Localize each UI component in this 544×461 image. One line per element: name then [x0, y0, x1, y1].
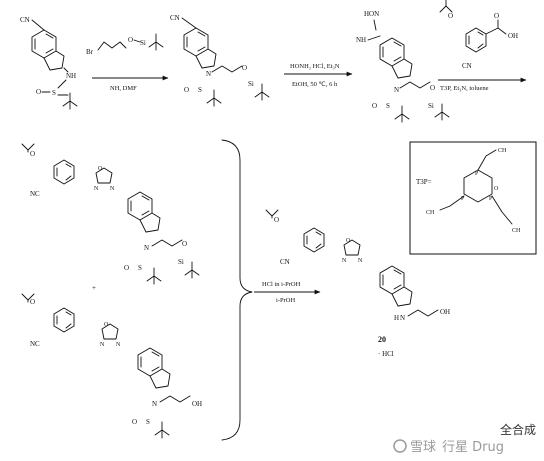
n-label-ox-a2: N [110, 186, 115, 192]
watermark-middle: 行星 Drug [442, 440, 504, 455]
si-label-3: Si [428, 102, 434, 110]
nh2-label: NH [356, 36, 366, 44]
compound-number: 20 [378, 335, 386, 344]
reaction-step-1: Br O Si NH, DMF [86, 33, 169, 92]
compound-alkylated: CN N O Si S O [170, 14, 270, 107]
si-label: Si [140, 39, 146, 47]
n-label-a: N [144, 244, 149, 252]
n-label-ox-202: N [358, 258, 363, 264]
plus-sign: + [92, 284, 96, 292]
n-label-ox-201: N [342, 258, 347, 264]
step1-conditions: NH, DMF [110, 85, 137, 92]
o-label-a: O [30, 150, 35, 158]
ch3-label-2: CH [426, 210, 435, 216]
compound-20: O CN O N N H N OH 20 · HCl [265, 209, 450, 358]
o-label-b3: O [132, 418, 137, 426]
o-label-2b: O [184, 86, 189, 94]
compound-protected-oxadiazole: O NC O N N N O Si S O [21, 143, 200, 285]
o-label-ox-20: O [346, 238, 351, 244]
p-label-3: P [489, 196, 493, 202]
hcl-salt-label: · HCl [378, 350, 394, 358]
s-label: S [52, 89, 56, 97]
watermark: 雪球 行星 Drug 全合成 [393, 422, 536, 455]
step4-conditions-line2: i-PrOH [276, 297, 295, 304]
o-label-3: O [430, 84, 435, 92]
nc-label-b: NC [30, 340, 40, 348]
cn-label: CN [20, 16, 30, 24]
bromo-chain [97, 41, 127, 51]
o-label-a3: O [124, 264, 129, 272]
si-label-2: Si [248, 80, 254, 88]
t3p-label: T3P= [416, 178, 432, 186]
o-label-acid-ether: O [448, 12, 453, 20]
reaction-step-2: HONH₂ HCl, Et₃N EtOH, 50 ℃, 6 h [284, 63, 353, 88]
ch3-label-3: CH [512, 228, 521, 234]
n-label-ox-a1: N [94, 186, 99, 192]
o-label-20: O [274, 216, 279, 224]
ch3-label-1: CH [498, 148, 507, 154]
reaction-step-3: O CN OH O T3P, Et₃N, toluene [438, 0, 527, 92]
cn-label-20: CN [280, 258, 290, 266]
n-label-ox-b2: N [116, 342, 121, 348]
o-label-ox-a: O [98, 166, 103, 172]
n-label-20: N [400, 314, 405, 322]
s-label-b: S [146, 418, 150, 426]
compound-deprotected-alcohol: O NC O N N N OH S O [21, 293, 202, 439]
o-label-a2: O [182, 240, 187, 248]
nh-label: NH [66, 72, 76, 80]
o-label-3b: O [372, 102, 377, 110]
s-label-3: S [386, 102, 390, 110]
cn-label-acid: CN [462, 62, 472, 70]
o-label-ox-b: O [104, 322, 109, 328]
n-label-2: N [206, 70, 211, 78]
o-si-label: O [128, 36, 133, 44]
o-label-acid: O [494, 12, 499, 20]
nc-label-a: NC [30, 190, 40, 198]
o-label-t3p: O [494, 186, 499, 192]
br-label: Br [86, 48, 94, 56]
step2-conditions-line1: HONH₂ HCl, Et₃N [290, 63, 340, 70]
n-label-b: N [152, 400, 157, 408]
oh-label-20: OH [440, 308, 450, 316]
compound-amidoxime: HON NH N O Si S O [356, 10, 450, 123]
oh-label-acid: OH [508, 32, 518, 40]
snowball-icon [393, 439, 407, 453]
cn-label-2: CN [170, 14, 180, 22]
o-label: O [36, 88, 41, 96]
n-label-ox-b1: N [100, 342, 105, 348]
oh-label-b: OH [192, 400, 202, 408]
watermark-right: 全合成 [500, 422, 536, 437]
step4-conditions-line1: HCl in i-PrOH [262, 281, 301, 288]
t3p-structure-box: T3P= P P P CH CH CH O [409, 141, 537, 255]
step3-conditions: T3P, Et₃N, toluene [440, 85, 489, 92]
n-label-3: N [394, 86, 399, 94]
hon-label: HON [364, 10, 379, 18]
s-label-a: S [138, 264, 142, 272]
reaction-step-4: HCl in i-PrOH i-PrOH [254, 281, 321, 304]
o-label-2: O [242, 64, 247, 72]
p-label-1: P [475, 171, 479, 177]
step2-conditions-line2: EtOH, 50 ℃, 6 h [292, 81, 338, 88]
mixture-brace [221, 139, 253, 441]
o-label-b: O [30, 298, 35, 306]
s-label-2: S [198, 86, 202, 94]
h-label-20: H [394, 314, 399, 322]
compound-starting-amine: CN NH S O [20, 16, 78, 110]
watermark-left: 雪球 [410, 440, 436, 455]
p-label-2: P [461, 196, 465, 202]
si-label-a: Si [178, 258, 184, 266]
